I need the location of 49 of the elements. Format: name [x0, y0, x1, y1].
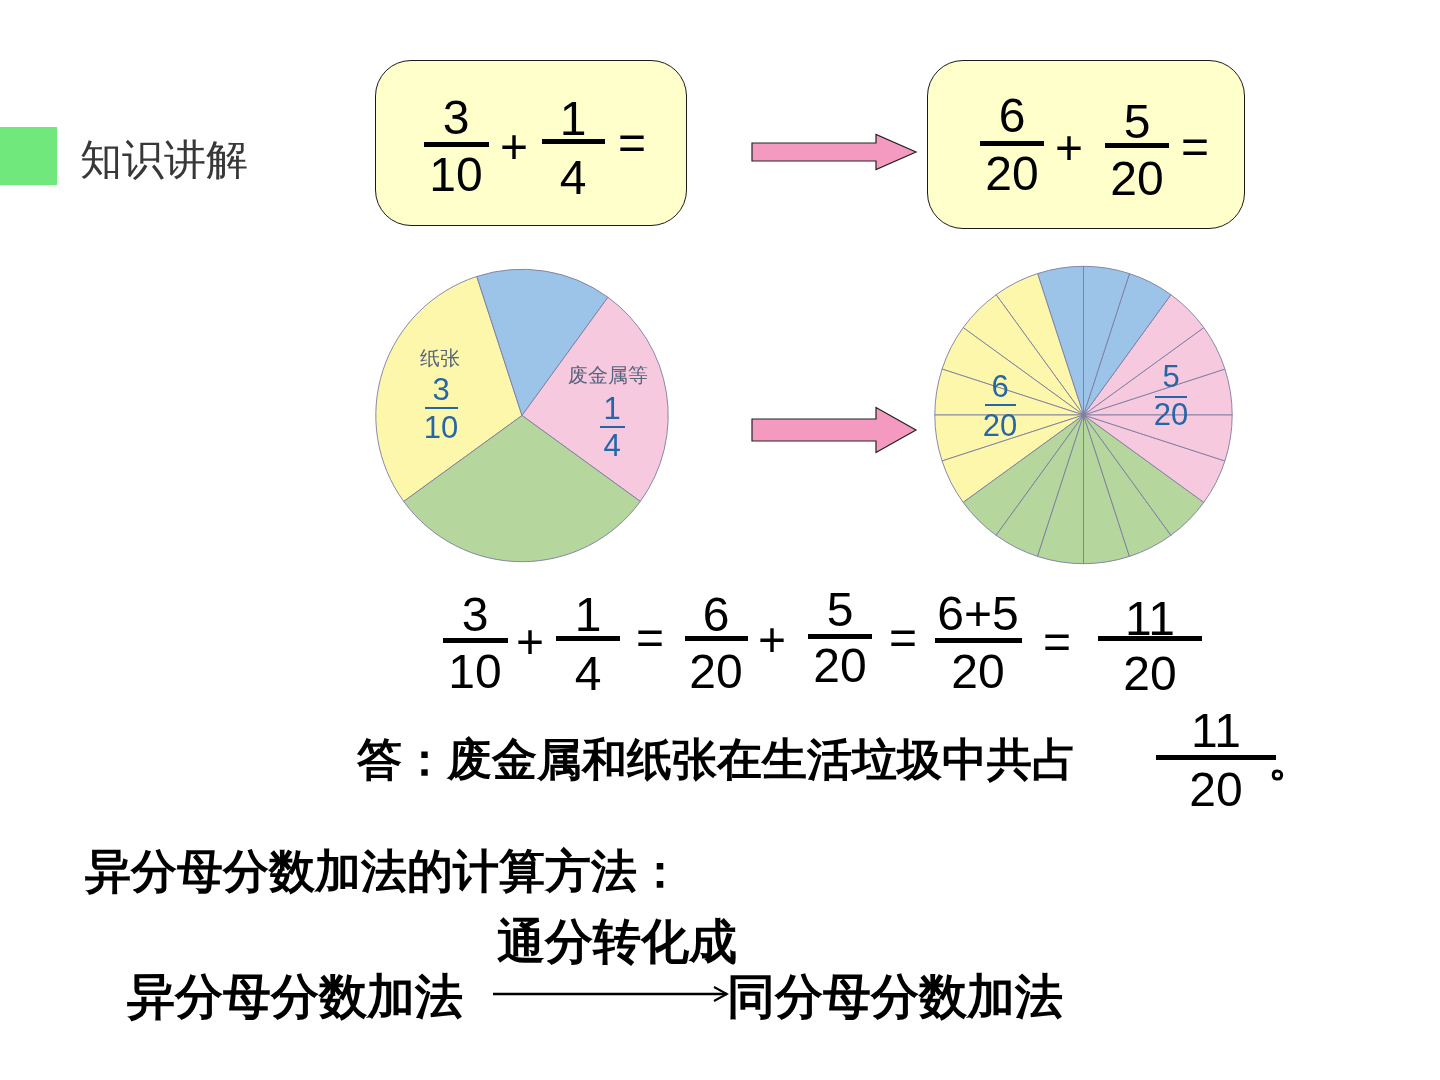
- denominator: 20: [985, 150, 1039, 198]
- numerator: 3: [461, 591, 489, 639]
- numerator: 5: [1123, 98, 1151, 146]
- equation-box: [375, 60, 687, 226]
- numerator: 3: [432, 373, 450, 405]
- method-label: 同分母分数加法: [727, 973, 1063, 1021]
- equation-box: [927, 60, 1245, 229]
- operator: +: [1055, 124, 1083, 172]
- denominator: 10: [423, 411, 459, 443]
- denominator: 20: [1123, 650, 1177, 698]
- block-arrow: [751, 133, 918, 171]
- slice-label: 纸张: [420, 348, 460, 368]
- punctuation: 。: [1268, 737, 1313, 783]
- numerator: 5: [826, 586, 854, 634]
- denominator: 4: [603, 429, 621, 461]
- denominator: 20: [1110, 155, 1164, 203]
- numerator: 1: [574, 591, 602, 639]
- numerator: 6+5: [937, 590, 1019, 638]
- method-label: 异分母分数加法: [127, 973, 463, 1021]
- slice-label: 废金属等: [568, 365, 648, 385]
- operator: =: [1181, 123, 1209, 171]
- numerator: 1: [603, 392, 621, 424]
- heading-text: 异分母分数加法的计算方法：: [85, 849, 683, 895]
- operator: =: [1043, 618, 1071, 666]
- denominator: 20: [951, 648, 1005, 696]
- edge-label: 通分转化成: [497, 918, 737, 966]
- numerator: 6: [702, 591, 730, 639]
- answer-text: 答：废金属和纸张在生活垃圾中共占: [357, 737, 1077, 783]
- operator: +: [500, 123, 528, 171]
- denominator: 20: [689, 648, 743, 696]
- section-title: 知识讲解: [80, 139, 248, 181]
- arrow: [493, 986, 728, 1002]
- operator: =: [636, 614, 664, 662]
- numerator: 3: [442, 94, 470, 142]
- numerator: 1: [559, 95, 587, 143]
- operator: +: [758, 616, 786, 664]
- denominator: 4: [574, 650, 602, 698]
- denominator: 10: [429, 151, 483, 199]
- operator: =: [889, 614, 917, 662]
- denominator: 20: [813, 642, 867, 690]
- denominator: 20: [1189, 766, 1243, 814]
- operator: =: [618, 119, 646, 167]
- denominator: 4: [559, 154, 587, 202]
- operator: +: [516, 618, 544, 666]
- block-arrow: [751, 406, 918, 454]
- denominator: 10: [448, 648, 502, 696]
- numerator: 11: [1191, 707, 1241, 755]
- numerator: 6: [998, 92, 1026, 140]
- numerator: 11: [1125, 595, 1175, 643]
